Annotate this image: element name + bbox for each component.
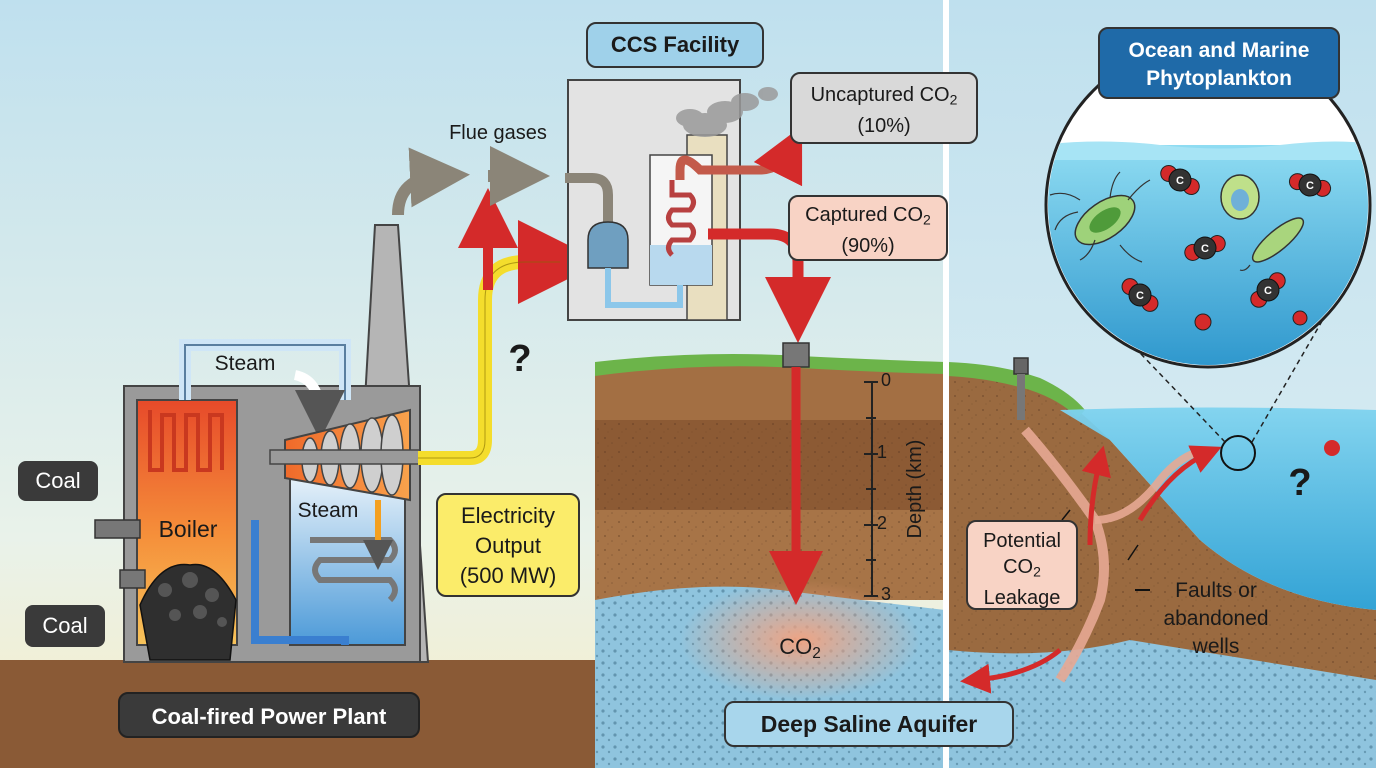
separator-tank [587,221,629,269]
depth-tick-0: 0 [880,370,891,390]
co2-dots [1194,310,1308,331]
smoke [676,87,778,137]
depth-tick-2: 2 [876,513,887,533]
electricity-line3: (500 MW) [459,563,557,588]
steam-arrow [293,370,345,440]
leak-line1: Potential [983,530,1061,552]
question-mark-right: ? [1288,462,1312,504]
ocean-title-text: Ocean and Marine Phytoplankton [1128,39,1310,90]
leak-line3: Leakage [983,586,1061,609]
phytoplankton-leaf [1239,217,1305,272]
uncaptured-co2-label: Uncaptured CO2 (10%) [790,72,978,144]
boiler-label: Boiler [158,516,218,542]
co2-molecule-letter: C [1306,180,1314,192]
co2-molecule-letter: C [1201,243,1209,255]
coal-top-label: Coal [18,461,98,501]
faults-line3: wells [1192,635,1240,658]
uncaptured-line2: (10%) [857,114,911,137]
captured-co2-label: Captured CO2 (90%) [788,195,948,261]
flue-gases-label: Flue gases [449,122,547,144]
zoom-circle-small [1220,435,1256,471]
ocean-right [1060,407,1376,610]
free-co2-dot [1324,440,1340,456]
co2-molecule: C [1250,272,1286,308]
ccs-facility-label: CCS Facility [586,22,764,68]
topsoil-layer [595,358,945,420]
uncaptured-arrow [675,125,803,187]
grass-right [948,362,1085,418]
co2-aquifer-label: CO2 [779,634,821,662]
leak-arrow-lateral [960,648,1062,694]
depth-axis-label: Depth (km) [904,439,926,539]
ccs-facility-text: CCS Facility [610,32,740,57]
wellhead [782,342,810,368]
leak-arrow-sea [1137,445,1222,522]
co2-plume [680,580,920,700]
phytoplankton-round [1220,174,1260,220]
depth-tick-3: 3 [880,584,891,604]
flue-arrow-1 [392,147,470,216]
coal-chute-bottom [119,569,146,589]
electricity-line2: Output [474,533,542,558]
co2-molecule: C [1121,278,1159,312]
captured-line1: Captured CO2 [805,204,931,228]
co2-molecule: C [1160,165,1200,195]
steam-bottom-label: Steam [297,499,359,522]
boiler-tubes [148,410,224,472]
phytoplankton-diatom [1049,171,1151,263]
co2-molecule-letter: C [1136,290,1144,302]
captured-line2: (90%) [841,234,895,257]
coal-bottom-label: Coal [25,605,105,647]
potential-leakage-label: Potential CO2 Leakage [966,520,1078,610]
co2-molecule: C [1288,173,1332,197]
panel-divider [943,0,949,768]
depth-tick-1: 1 [876,442,887,462]
uncaptured-line1: Uncaptured CO2 [810,84,958,108]
question-mark-left: ? [508,338,532,380]
grass-layer [595,354,945,376]
electricity-output-label: Electricity Output (500 MW) [436,493,580,597]
condenser-coil [310,537,398,603]
leak-line2: CO2 [1003,556,1041,580]
water-return-pipe [251,520,349,645]
leak-arrow-up [1081,445,1111,546]
faults-line1: Faults or [1175,579,1257,602]
turbine-shaft [269,449,421,465]
coal-chute-top [94,519,141,539]
aquifer-label: Deep Saline Aquifer [724,701,1014,747]
liquid-loop [605,268,683,308]
fault-zone [1021,426,1109,683]
co2-molecule-letter: C [1176,175,1184,187]
abandoned-well-head [1013,357,1029,375]
coil [666,180,696,257]
co2-molecule-letter: C [1264,285,1272,297]
electricity-line1: Electricity [460,503,556,528]
faults-line2: abandoned [1163,607,1269,630]
gas-inlet-pipe [565,173,613,225]
ocean-title-label: Ocean and Marine Phytoplankton [1098,27,1340,99]
power-plant-label: Coal-fired Power Plant [118,692,420,738]
faults-label: Faults or abandoned wells [1146,577,1286,661]
steam-top-label: Steam [214,352,276,375]
co2-molecule: C [1184,235,1226,261]
